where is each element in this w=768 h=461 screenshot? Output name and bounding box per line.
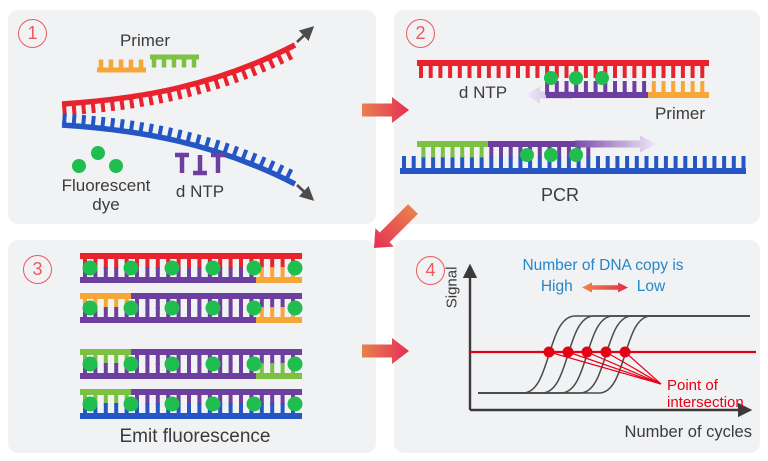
low-label: Low <box>636 278 666 295</box>
point-of-intersection-line2: intersection <box>667 394 744 412</box>
x-axis-label: Number of cycles <box>624 423 752 441</box>
step2-number-badge: 2 <box>406 19 435 48</box>
red-dna-strand-teeth <box>62 48 294 116</box>
synthesis-direction-arrow-right-icon <box>575 135 656 153</box>
y-axis-label: Signal <box>443 266 461 309</box>
denature-arrow-bottom-icon <box>296 184 315 201</box>
red-dna-strand <box>61 42 297 107</box>
dye-dots-top-complex <box>544 71 609 85</box>
point-of-intersection-label: Point of intersection <box>667 377 762 412</box>
emit-fluorescence-caption: Emit fluorescence <box>119 426 271 447</box>
strand-teeth <box>259 363 295 376</box>
step-arrow-1-2-icon <box>362 97 409 123</box>
panel-step4 <box>394 240 760 453</box>
step1-number-badge: 1 <box>18 19 47 48</box>
step4-number-badge: 4 <box>416 256 445 285</box>
panel-step2 <box>394 10 760 224</box>
point-of-intersection-line1: Point of <box>667 377 718 394</box>
new-purple-strand-top-teeth <box>545 81 647 95</box>
fluorescent-dye-label-line1: Fluorescent <box>61 176 151 195</box>
fluorescent-dye-label: Fluorescent dye <box>48 176 164 214</box>
fluorescent-dye-label-line2: dye <box>92 195 120 215</box>
step-arrow-2-3-icon <box>374 204 418 248</box>
dntp-icon <box>175 152 225 176</box>
step4-graph <box>462 263 756 418</box>
red-template-strand-teeth <box>419 63 705 78</box>
high-low-arrow-icon <box>581 282 628 292</box>
pcr-caption: PCR <box>540 185 579 205</box>
primer-label-step2: Primer <box>654 104 706 123</box>
blue-dna-strand <box>61 122 297 187</box>
step3-illustration <box>80 253 303 419</box>
green-primer-segment-teeth <box>421 144 484 158</box>
strand-teeth <box>83 403 295 416</box>
green-primer-icon-teeth <box>151 57 197 68</box>
step3-number-badge: 3 <box>23 255 52 284</box>
step2-illustration <box>400 60 746 174</box>
strand-teeth <box>259 267 295 280</box>
blue-template-strand-teeth <box>402 156 746 171</box>
strand-teeth <box>259 307 295 320</box>
dna-copy-annotation-line2: High Low <box>497 278 709 296</box>
orange-primer-icon-teeth <box>98 59 144 70</box>
dna-duplex-row-1 <box>80 253 302 283</box>
dna-duplex-row-4 <box>80 389 302 419</box>
dna-duplex-row-2 <box>80 293 302 323</box>
dye-dots-rows <box>82 260 303 412</box>
dntp-label-step2: d NTP <box>458 83 508 102</box>
denature-arrow-top-icon <box>296 26 315 43</box>
primer-label-step1: Primer <box>119 31 171 50</box>
dna-copy-annotation-line1: Number of DNA copy is <box>522 257 684 274</box>
step1-illustration <box>61 26 315 201</box>
fluorescent-dye-dots-icon <box>72 146 123 173</box>
panel-step1 <box>8 10 376 224</box>
dna-duplex-row-3 <box>80 349 302 379</box>
dye-dots-bottom-complex <box>520 148 583 162</box>
blue-dna-strand-teeth <box>62 113 294 181</box>
intersection-dots <box>543 346 631 358</box>
fan-lines <box>548 351 662 385</box>
dntp-label-step1: d NTP <box>175 182 225 201</box>
high-label: High <box>540 278 573 295</box>
step-arrow-3-4-icon <box>362 338 409 364</box>
orange-primer-segment-teeth <box>651 81 705 95</box>
